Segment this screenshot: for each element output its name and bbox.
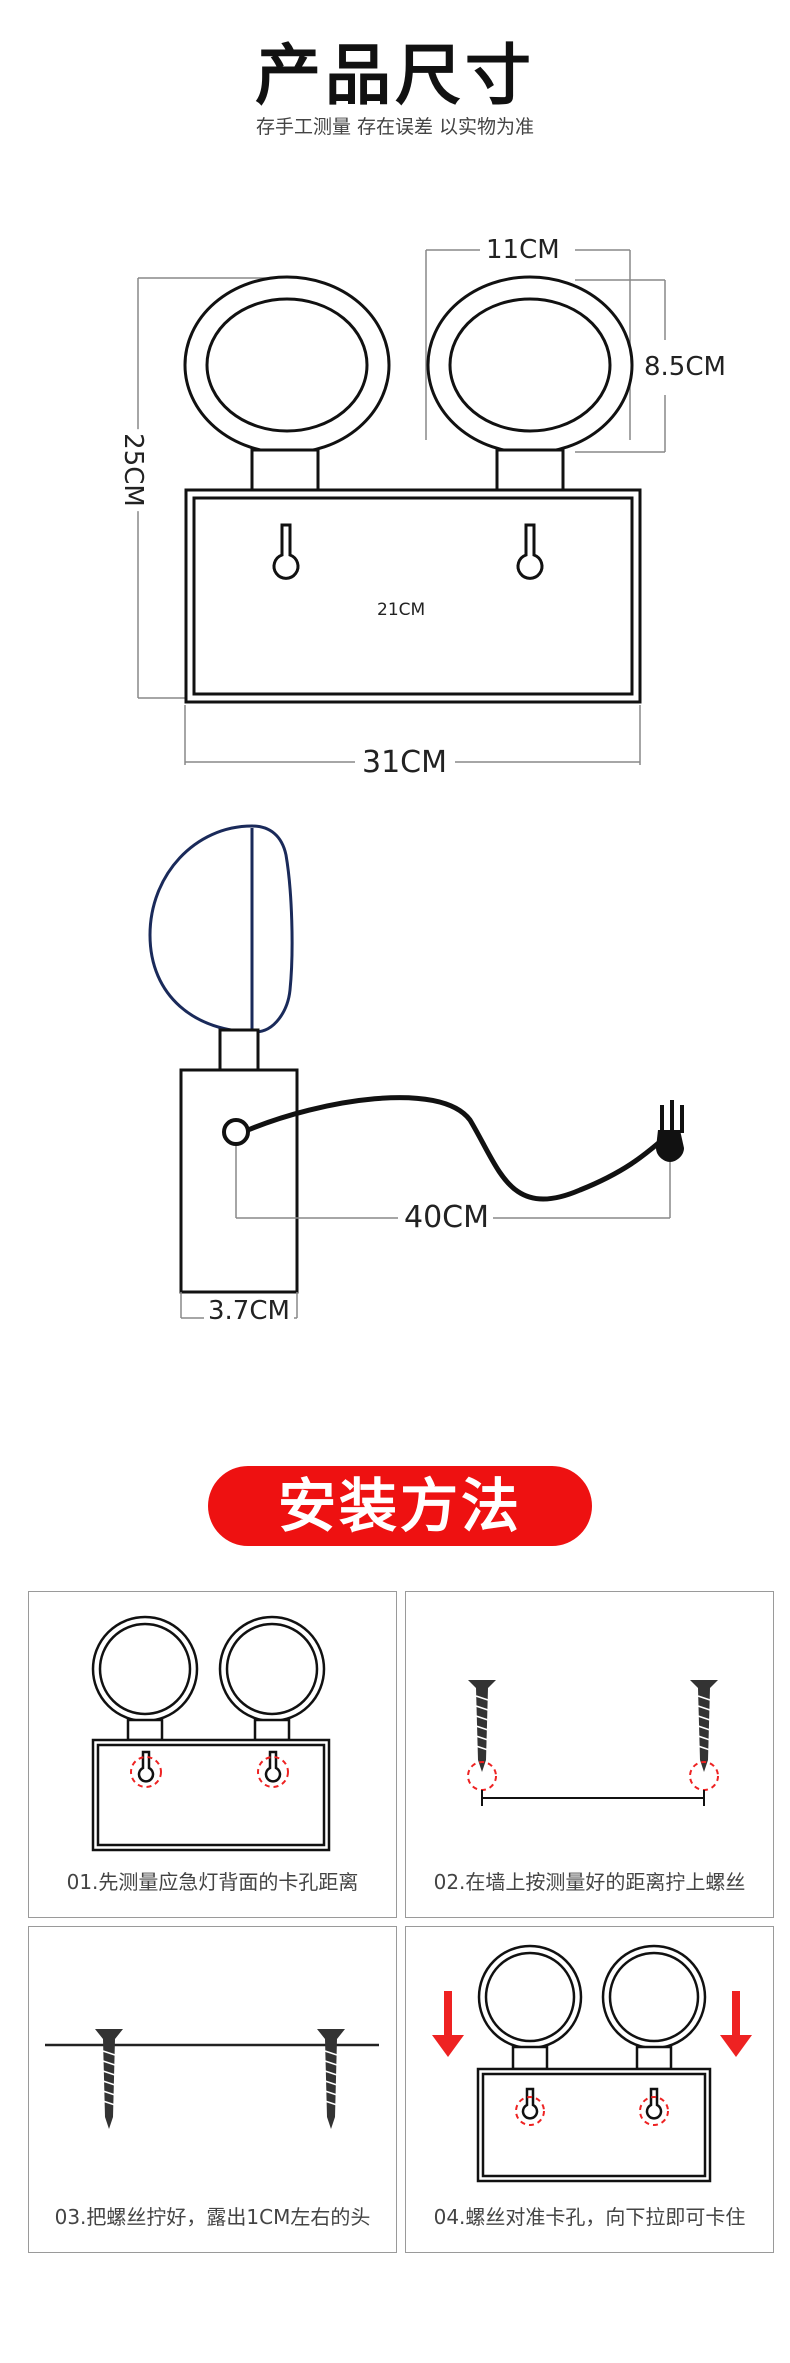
step-2-illustration: [467, 1680, 719, 1806]
head-width-label: 11CM: [482, 235, 564, 265]
depth-label: 3.7CM: [204, 1296, 294, 1326]
step-2-caption: 02.在墙上按测量好的距离拧上螺丝: [433, 1870, 746, 1894]
page-subtitle: 存手工测量 存在误差 以实物为准: [255, 116, 535, 138]
side-view-drawing: [148, 824, 684, 1319]
total-width-label: 31CM: [358, 745, 452, 780]
head-height-label: 8.5CM: [640, 352, 730, 382]
step-panel-3: 03.把螺丝拧好，露出1CM左右的头: [28, 1926, 397, 2253]
step-panel-4: 04.螺丝对准卡孔，向下拉即可卡住: [405, 1926, 774, 2253]
step-1-caption: 01.先测量应急灯背面的卡孔距离: [66, 1870, 359, 1894]
install-banner: 安装方法: [208, 1466, 592, 1546]
front-view-drawing: [137, 249, 666, 765]
step-panel-2: 02.在墙上按测量好的距离拧上螺丝: [405, 1591, 774, 1918]
step-4-caption: 04.螺丝对准卡孔，向下拉即可卡住: [433, 2205, 746, 2229]
total-height-label: 25CM: [117, 429, 148, 511]
page-title: 产品尺寸: [255, 37, 535, 114]
hole-spacing-label: 21CM: [374, 600, 429, 620]
step-panel-1: 01.先测量应急灯背面的卡孔距离: [28, 1591, 397, 1918]
step-4-illustration: [432, 1944, 752, 2183]
cable-length-label: 40CM: [400, 1200, 494, 1235]
step-1-illustration: [91, 1615, 331, 1852]
step-3-illustration: [45, 2029, 379, 2129]
step-3-caption: 03.把螺丝拧好，露出1CM左右的头: [54, 2205, 371, 2229]
